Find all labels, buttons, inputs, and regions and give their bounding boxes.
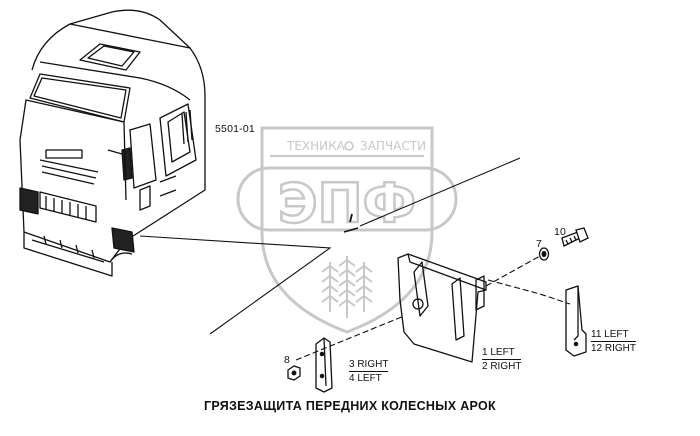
watermark-text-left: ТЕХНИКА <box>286 139 346 153</box>
bracket-part-3-4 <box>315 337 333 393</box>
label-part-1-2: 1 LEFT 2 RIGHT <box>482 347 522 372</box>
label-part-12: 12 RIGHT <box>591 343 637 354</box>
label-part-3-4: 3 RIGHT 4 LEFT <box>349 359 389 384</box>
bracket-part-11-12 <box>565 285 587 357</box>
washer-part-7 <box>538 247 550 261</box>
label-part-1: 1 LEFT <box>482 347 522 360</box>
callout-10: 10 <box>554 226 567 238</box>
label-part-11-12: 11 LEFT 12 RIGHT <box>591 329 637 354</box>
bolt-part-10 <box>561 227 589 247</box>
callout-8: 8 <box>284 354 291 366</box>
label-part-3: 3 RIGHT <box>349 359 389 372</box>
label-part-11: 11 LEFT <box>591 329 637 342</box>
nut-part-8 <box>287 365 301 381</box>
label-part-2: 2 RIGHT <box>482 361 522 372</box>
watermark-text-right: ЗАПЧАСТИ <box>360 139 426 153</box>
leader-lines <box>139 157 571 361</box>
watermark-logo: ТЕХНИКА ЗАПЧАСТИ ЭПФ <box>236 126 458 334</box>
watermark-big-letters: ЭПФ <box>278 172 416 235</box>
label-part-4: 4 LEFT <box>349 373 382 384</box>
diagram-caption: ГРЯЗЕЗАЩИТА ПЕРЕДНИХ КОЛЕСНЫХ АРОК <box>204 399 496 413</box>
assembly-code-label: 5501-01 <box>215 123 255 135</box>
callout-7: 7 <box>536 238 543 250</box>
mudflap-part-1-2 <box>397 253 487 363</box>
wheat-ears-icon <box>321 256 373 318</box>
truck-cab <box>19 9 206 277</box>
